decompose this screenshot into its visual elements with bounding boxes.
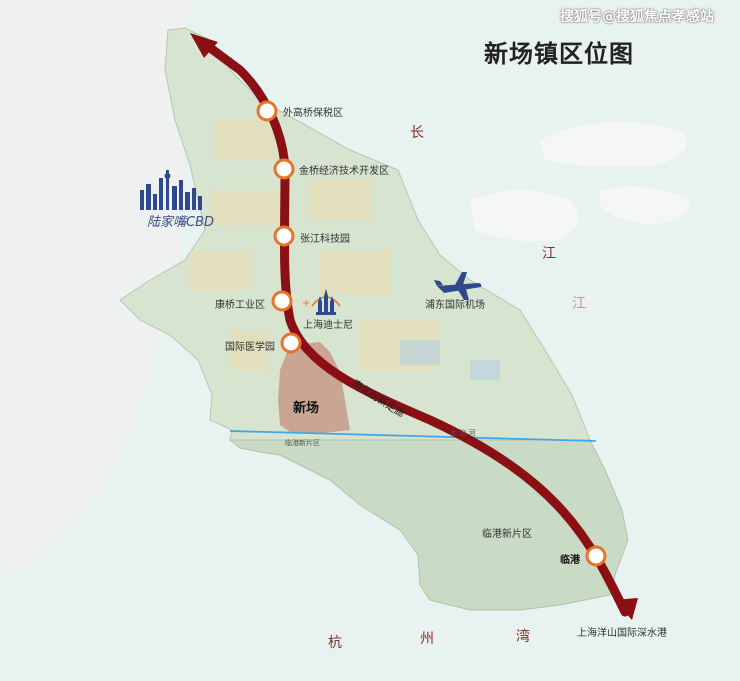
urban-texture	[190, 120, 440, 370]
water-label-jiang-1: 江	[542, 246, 556, 262]
disney-label: 上海迪士尼	[303, 320, 353, 331]
xinchang-label: 新场	[293, 401, 320, 416]
castle-icon	[311, 289, 341, 315]
lingang-zone-small-label: 临港新片区	[285, 439, 320, 447]
western-land	[0, 0, 200, 580]
station-circle	[256, 100, 278, 122]
station-label-waigaoqiao: 外高桥保税区	[283, 108, 343, 119]
station-label-lingang: 临港	[560, 555, 580, 566]
station-label-medical-park: 国际医学园	[225, 342, 275, 353]
island-2	[540, 122, 687, 167]
river-label: 大 治 河	[450, 429, 476, 437]
water-label-jiang-2: 江	[572, 296, 586, 312]
water-texture	[400, 340, 500, 380]
boundary-line	[229, 430, 597, 442]
station-circle	[585, 545, 607, 567]
corridor-route	[200, 39, 630, 617]
station-circle	[280, 332, 302, 354]
route-arrow-north	[190, 33, 218, 58]
cbd-label: 陆家嘴CBD	[147, 215, 215, 230]
water-label-hang: 杭	[328, 635, 342, 651]
airplane-icon	[434, 272, 482, 300]
water-label-wan: 湾	[516, 629, 530, 645]
xinchang-area	[278, 342, 350, 434]
yangshan-label: 上海洋山国际深水港	[577, 628, 667, 639]
island-3	[600, 186, 690, 225]
lingang-zone-label: 临港新片区	[482, 529, 532, 540]
water-label-chang: 长	[410, 125, 424, 141]
station-label-zhangjiang: 张江科技园	[300, 234, 350, 245]
island-1	[470, 190, 578, 242]
route-arrow-south	[614, 598, 638, 620]
station-circle	[273, 158, 295, 180]
map-title: 新场镇区位图	[484, 39, 634, 68]
station-label-kangqiao: 康桥工业区	[215, 300, 265, 311]
plus-mark: +	[302, 298, 310, 309]
station-circle	[273, 225, 295, 247]
station-circle	[271, 290, 293, 312]
watermark: 搜狐号@搜狐焦点孝感站	[560, 9, 714, 25]
water-label-zhou: 州	[420, 631, 434, 647]
airport-label: 浦东国际机场	[425, 300, 485, 311]
skyline-icon	[140, 170, 202, 210]
station-label-jinqiao: 金桥经济技术开发区	[299, 166, 389, 177]
station-markers	[256, 100, 607, 567]
